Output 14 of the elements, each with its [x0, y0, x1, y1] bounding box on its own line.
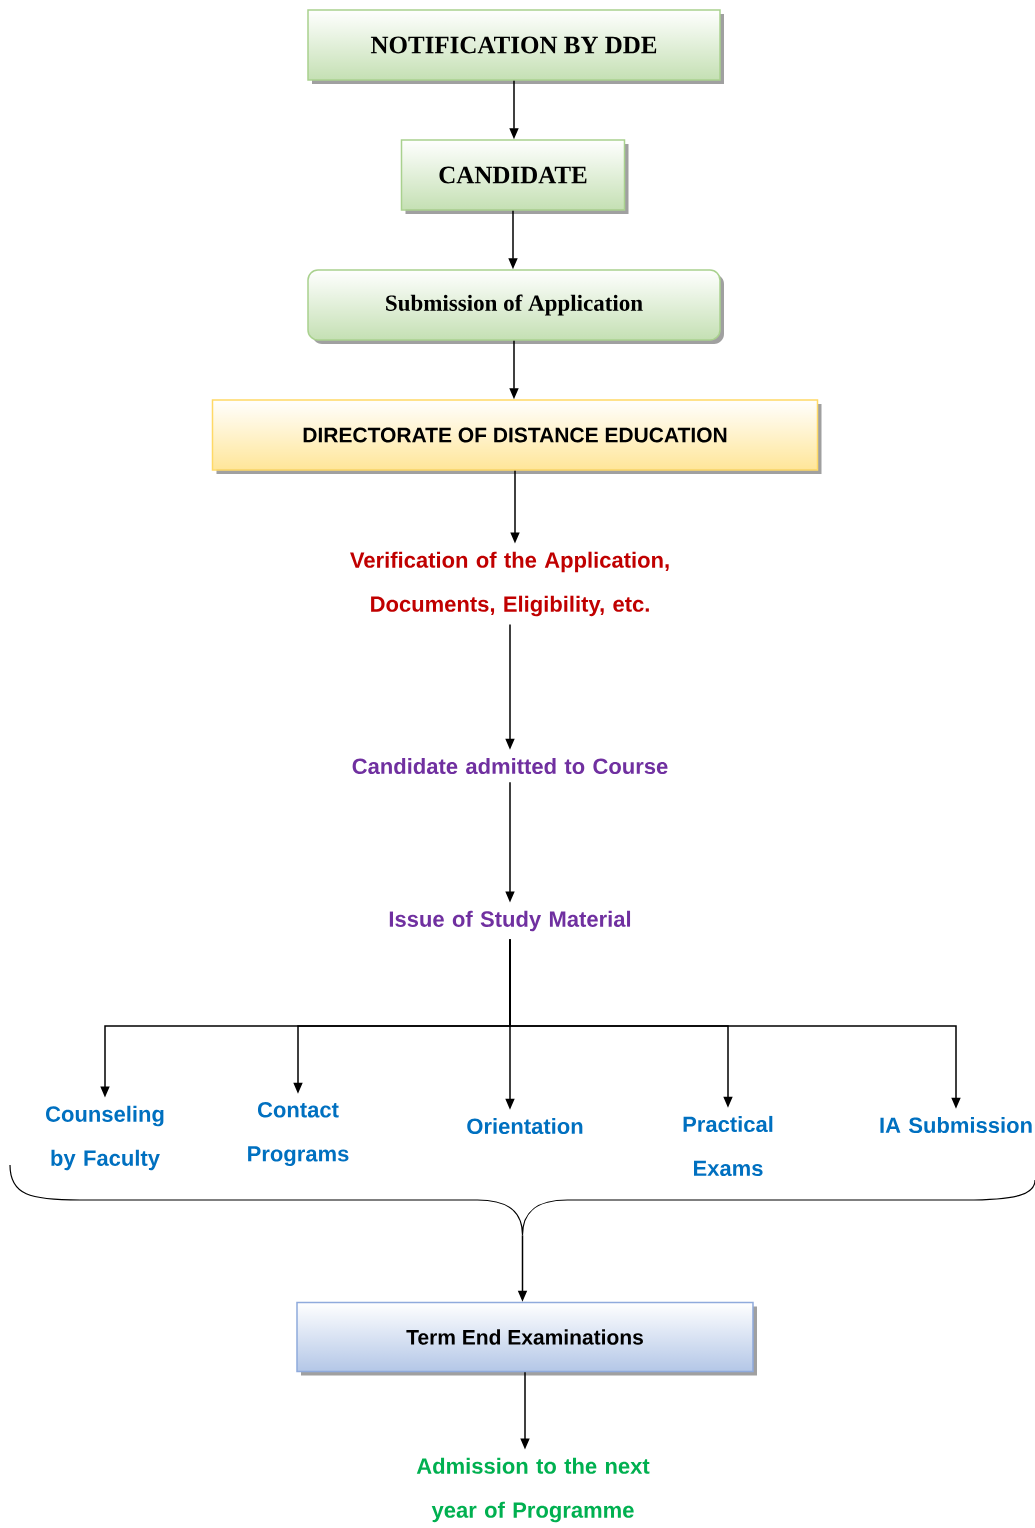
- step-label: IA Submission: [880, 1116, 1032, 1134]
- step-label: Orientation: [467, 1117, 583, 1135]
- process-box: NOTIFICATION BY DDE: [307, 9, 724, 84]
- step-label: Verification of the Application, Documents, Eligibility, etc.: [350, 551, 669, 617]
- step-label: Admission to the next year of Programme: [416, 1457, 650, 1523]
- process-box: DIRECTORATE OF DISTANCE EDUCATION: [211, 399, 822, 474]
- step-label: Practical Exams: [683, 1115, 773, 1177]
- process-box: CANDIDATE: [400, 139, 629, 214]
- step-label: Contact Programs: [248, 1102, 349, 1166]
- step-label: Issue of Study Material: [389, 910, 631, 932]
- step-label: Candidate admitted to Course: [352, 757, 668, 775]
- step-label: Counseling by Faculty: [46, 1105, 164, 1171]
- rounded-box: Submission of Application: [307, 269, 724, 344]
- process-box: Term End Examinations: [296, 1301, 757, 1376]
